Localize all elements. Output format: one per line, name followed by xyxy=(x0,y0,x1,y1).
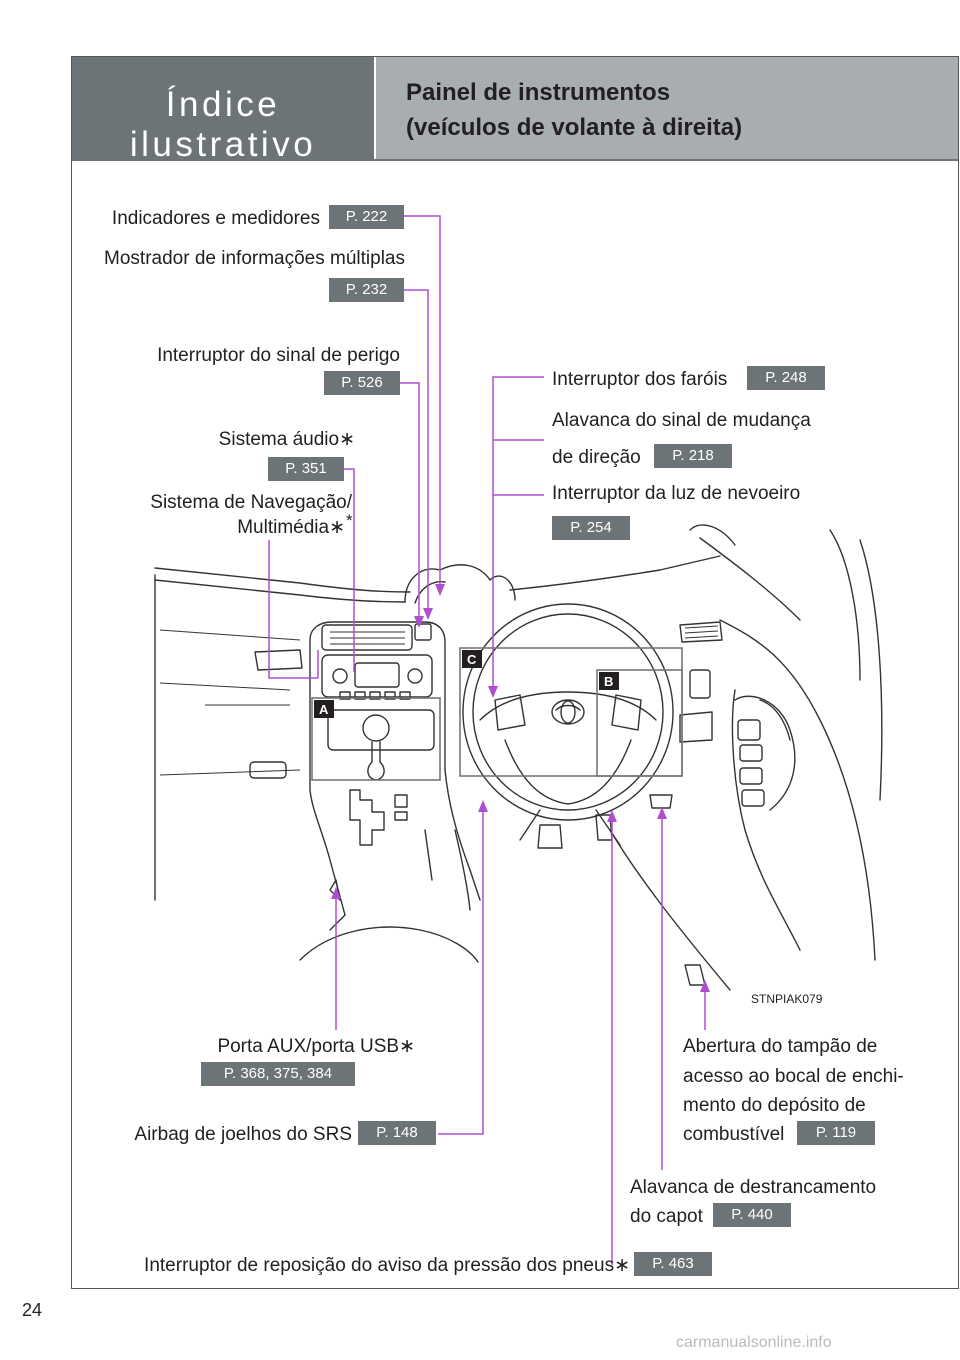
label-tire: Interruptor de reposição do aviso da pre… xyxy=(144,1255,630,1276)
tag-c: C xyxy=(467,652,477,667)
header-rule xyxy=(72,159,958,161)
label-nav-line2: Multimédia∗ xyxy=(237,517,345,538)
label-hazard: Interruptor do sinal de perigo xyxy=(157,345,400,366)
badge-headlight[interactable]: P. 248 xyxy=(747,366,825,390)
page-number: 24 xyxy=(22,1300,43,1320)
label-fog: Interruptor da luz de nevoeiro xyxy=(552,483,801,504)
page-frame xyxy=(71,56,959,1289)
badge-knee[interactable]: P. 148 xyxy=(358,1121,436,1145)
label-fuel-line1: Abertura do tampão de xyxy=(683,1036,878,1057)
page-header: Painel de instrumentos (veículos de vola… xyxy=(376,57,958,159)
badge-hood[interactable]: P. 440 xyxy=(713,1203,791,1227)
section-tab: Índice ilustrativo xyxy=(72,57,374,164)
badge-aux[interactable]: P. 368, 375, 384 xyxy=(201,1062,355,1086)
label-gauges: Indicadores e medidores xyxy=(111,208,320,229)
label-nav-sup: * xyxy=(346,511,353,530)
badge-fuel[interactable]: P. 119 xyxy=(797,1121,875,1145)
watermark: carmanualsonline.info xyxy=(676,1334,832,1351)
label-turn-line1: Alavanca do sinal de mudança xyxy=(552,410,811,431)
label-audio: Sistema áudio∗ xyxy=(218,429,355,450)
tag-b: B xyxy=(604,674,613,689)
label-fuel-line4: combustível xyxy=(683,1124,785,1145)
label-mid: Mostrador de informações múltiplas xyxy=(104,248,405,269)
label-hood-line1: Alavanca de destrancamento xyxy=(630,1177,877,1198)
figure-code: STNPIAK079 xyxy=(751,992,823,1006)
label-fuel-line3: mento do depósito de xyxy=(683,1095,866,1116)
badge-turn[interactable]: P. 218 xyxy=(654,444,732,468)
badge-gauges[interactable]: P. 222 xyxy=(329,205,404,229)
badge-mid[interactable]: P. 232 xyxy=(329,278,404,302)
label-knee: Airbag de joelhos do SRS xyxy=(134,1124,352,1145)
label-hood-line2: do capot xyxy=(630,1206,703,1227)
page-title-line2: (veículos de volante à direita) xyxy=(406,114,743,141)
badge-hazard[interactable]: P. 526 xyxy=(324,371,400,395)
label-turn-line2: de direção xyxy=(552,447,641,468)
page-title-line1: Painel de instrumentos xyxy=(406,79,671,106)
badge-fog[interactable]: P. 254 xyxy=(552,516,630,540)
tag-a: A xyxy=(319,702,329,717)
label-fuel-line2: acesso ao bocal de enchi- xyxy=(683,1066,904,1087)
label-aux: Porta AUX/porta USB∗ xyxy=(217,1036,415,1057)
badge-tire[interactable]: P. 463 xyxy=(634,1252,712,1276)
label-headlight: Interruptor dos faróis xyxy=(552,369,728,390)
badge-audio[interactable]: P. 351 xyxy=(268,457,344,481)
section-title: Índice ilustrativo xyxy=(129,85,317,164)
label-nav-line1: Sistema de Navegação/ xyxy=(150,492,352,513)
